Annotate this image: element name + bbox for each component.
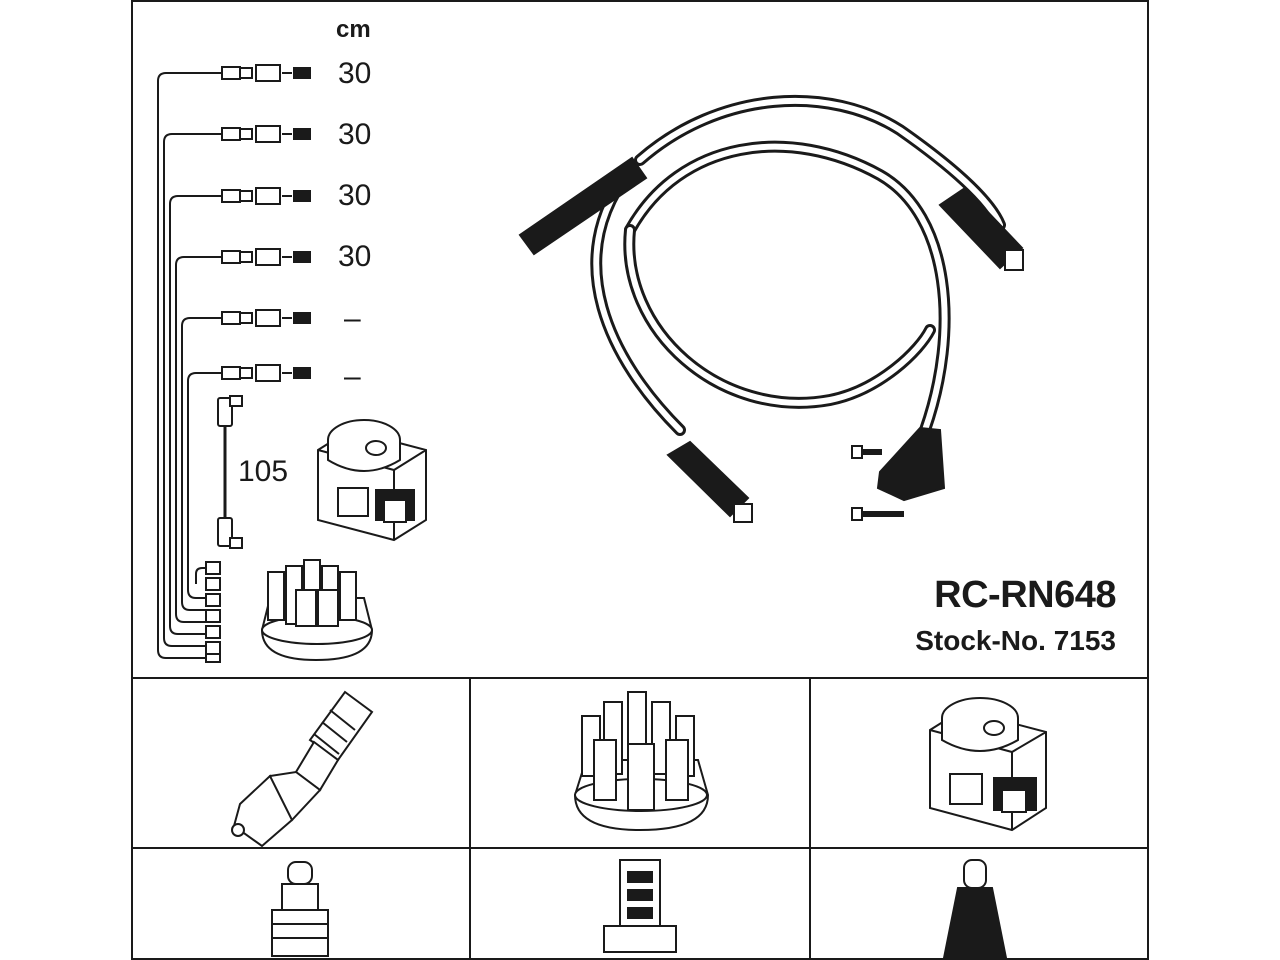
distributor-terminal-connector-icon [603,859,677,953]
cable-boots [518,156,1024,523]
coil-lead-length: 105 [238,455,289,488]
stock-label: Stock-No. [915,625,1046,656]
lead-connector [221,364,311,382]
plug-boot-connector-icon [271,861,329,957]
coil-lead [217,395,243,549]
lead-connectors [221,64,311,382]
distributor-terminals [205,561,221,663]
distributor-cap-icon [573,691,710,832]
ignition-coil-icon [317,419,427,542]
ignition-coil-icon [929,697,1047,832]
diagram-frame [131,0,1149,960]
lead-length-3: 30 [338,179,372,212]
coil-terminal-connector-icon [942,859,1008,959]
ignition-cable-set [590,94,1006,436]
lead-connector [221,309,311,327]
unit-label: cm [336,16,371,43]
part-number: RC-RN648 [934,574,1116,616]
lead-length-4: 30 [338,240,372,273]
lead-connector [221,187,311,205]
lead-length-1: 30 [338,57,372,90]
lead-connector [221,248,311,266]
wire-harness [157,72,222,659]
lead-length-5: – [344,302,361,335]
lead-connector [221,64,311,82]
lead-length-2: 30 [338,118,372,151]
distributor-cap-icon [260,559,374,662]
stock-number-line: Stock-No. 7153 [915,625,1116,657]
lead-connector [221,125,311,143]
stock-number: 7153 [1053,625,1116,656]
spark-plug-icon [231,690,374,848]
lead-length-6: – [344,360,361,393]
